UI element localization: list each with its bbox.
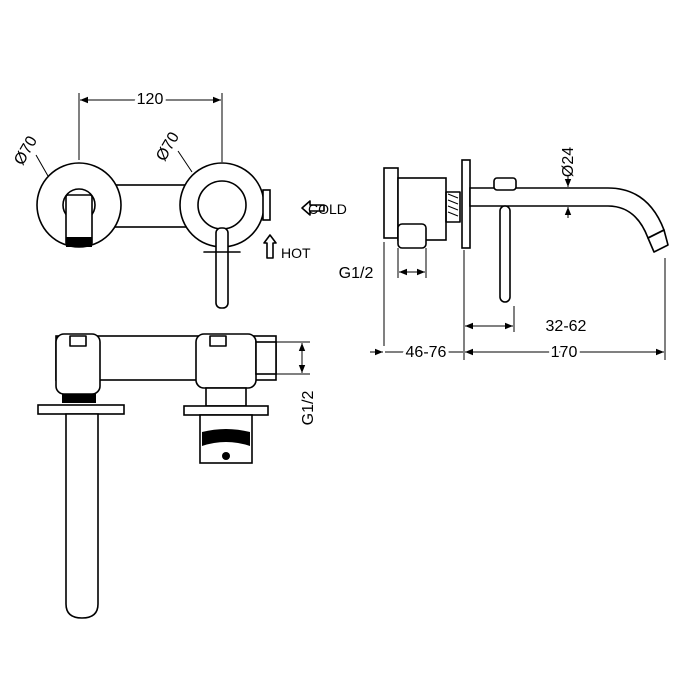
inlet-fitting xyxy=(397,223,427,249)
handle-screw xyxy=(222,452,230,460)
thread-black xyxy=(62,394,96,403)
valve-neck xyxy=(205,387,247,407)
leader-line xyxy=(35,154,49,177)
rear-flange xyxy=(383,167,399,239)
dim-right-diameter-label: Ø70 xyxy=(153,129,183,164)
spout-body-side xyxy=(469,187,666,240)
threaded-sleeve xyxy=(445,191,461,223)
front-view: 120 Ø70 Ø70 COLD HOT xyxy=(11,88,347,309)
top-wall-plate-left xyxy=(37,404,125,415)
spout-outlet xyxy=(647,229,669,253)
leader-line xyxy=(177,150,193,173)
top-wall-plate-right xyxy=(183,405,269,416)
valve-block-cap xyxy=(209,335,227,347)
side-handle-lever xyxy=(499,205,511,303)
valve-stem xyxy=(255,341,277,375)
top-view: G1/2 xyxy=(37,333,317,619)
dim-thread-front-label: G1/2 xyxy=(300,391,317,426)
dim-left-diameter-label: Ø70 xyxy=(11,133,41,168)
dim-120-label: 120 xyxy=(137,91,164,108)
handle-shading xyxy=(202,429,250,446)
spout-block-cap xyxy=(69,335,87,347)
temperature-stop xyxy=(262,189,271,221)
spout-top xyxy=(65,413,99,619)
spout-aerator xyxy=(66,237,92,247)
spout-block xyxy=(55,333,101,395)
dim-spout-diameter-label: Ø24 xyxy=(560,147,577,177)
side-wall-plate xyxy=(461,159,471,249)
thread-marks xyxy=(447,193,459,217)
side-view: Ø24 G1/2 32-62 46-76 170 xyxy=(339,147,669,364)
cold-label: COLD xyxy=(308,201,347,217)
dim-spout-reach-label: 170 xyxy=(551,344,578,361)
dim-wall-depth-label: 46-76 xyxy=(406,344,447,361)
hot-arrow-icon xyxy=(263,234,277,259)
mixer-handle-lever xyxy=(215,227,229,309)
hot-label: HOT xyxy=(281,245,311,261)
dim-handle-offset-label: 32-62 xyxy=(546,318,587,335)
cold-arrow-icon xyxy=(301,200,325,216)
dim-thread-side-label: G1/2 xyxy=(339,265,374,282)
handle-hub xyxy=(493,177,517,191)
